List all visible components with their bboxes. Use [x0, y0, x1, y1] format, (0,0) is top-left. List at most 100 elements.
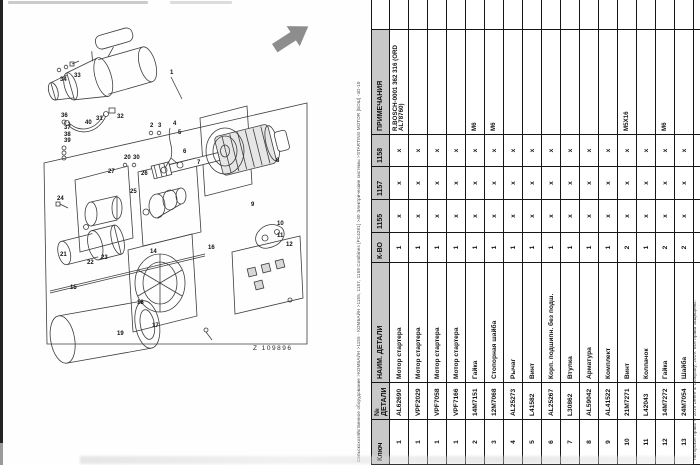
cell-m1157: x — [408, 166, 428, 200]
cell-name: Винт — [617, 262, 637, 383]
cell-extra — [598, 0, 618, 30]
scan-bottom-artifact — [80, 456, 692, 464]
cell-part_no: L42043 — [636, 382, 656, 420]
cell-extra — [617, 0, 637, 30]
cell-m1158: x — [446, 134, 466, 167]
cell-name: Корп. подшипн. без подш. — [541, 262, 561, 383]
cell-m1158: x — [389, 134, 409, 167]
cell-m1158: x — [503, 134, 523, 167]
cell-m1157: x — [503, 166, 523, 200]
cropped-top-text — [8, 1, 148, 4]
cell-qty: 1 — [522, 232, 542, 263]
callout-27: 27 — [108, 169, 115, 175]
cell-notes — [541, 29, 561, 135]
cell-part_no: 12M7068 — [484, 382, 504, 420]
panel-bearing — [199, 105, 253, 197]
callout-30: 30 — [133, 155, 140, 161]
callout-39: 39 — [64, 138, 71, 144]
cell-m1158: x — [465, 134, 485, 167]
cell-m1157: x — [598, 166, 618, 200]
callout-19: 19 — [117, 331, 124, 337]
cell-part_no: AL25273 — [503, 382, 523, 420]
column-header-m1157: 1157 — [371, 166, 390, 200]
cell-part_no: VPF7166 — [446, 382, 466, 420]
callout-1: 1 — [170, 70, 174, 76]
cell-part_no: AL41522 — [598, 382, 618, 420]
cell-m1155: x — [446, 199, 466, 233]
perspective-sheet — [43, 102, 308, 345]
callout-10: 10 — [277, 221, 284, 227]
cell-m1158: x — [560, 134, 580, 167]
callout-32: 32 — [117, 114, 124, 120]
cell-name: Гайка — [655, 262, 675, 383]
cell-qty: 1 — [465, 232, 485, 263]
figure-label: Z 109896 — [253, 345, 292, 352]
callout-34: 34 — [60, 77, 67, 83]
cell-qty: 2 — [655, 232, 675, 263]
cell-qty: 1 — [408, 232, 428, 263]
cell-part_no: AL62690 — [389, 382, 409, 420]
cell-m1155: x — [503, 199, 523, 233]
cell-qty: 1 — [446, 232, 466, 263]
cell-name: Арматура — [579, 262, 599, 383]
cell-notes — [427, 29, 447, 135]
cell-m1157: x — [674, 166, 694, 200]
washer-stack-left — [61, 119, 67, 161]
cell-m1155: x — [636, 199, 656, 233]
cell-extra — [465, 0, 485, 30]
cell-name: Комплект — [598, 262, 618, 383]
cell-extra — [674, 0, 694, 30]
starter-lower-view — [57, 224, 125, 266]
cell-m1157: x — [446, 166, 466, 200]
cell-m1155: x — [522, 199, 542, 233]
callout-21: 21 — [60, 252, 67, 258]
column-header-name: НАИМ. ДЕТАЛИ — [371, 262, 390, 383]
cell-m1157: x — [636, 166, 656, 200]
callout-23: 23 — [101, 255, 108, 261]
cell-m1158: x — [541, 134, 561, 167]
callout-31: 31 — [96, 116, 103, 122]
cell-part_no: L41582 — [522, 382, 542, 420]
cell-name: Рычаг — [503, 262, 523, 383]
cell-m1155: x — [427, 199, 447, 233]
cell-notes: M6 — [465, 29, 485, 135]
cell-m1158: x — [655, 134, 675, 167]
assembled-starter-motor — [47, 27, 158, 101]
cell-qty: 1 — [636, 232, 656, 263]
cell-notes — [636, 29, 656, 135]
callout-18: 18 — [137, 300, 144, 306]
cell-notes — [446, 29, 466, 135]
column-header-m1155: 1155 — [371, 199, 390, 233]
callout-3: 3 — [158, 123, 162, 129]
cell-extra — [446, 0, 466, 30]
cell-m1155: x — [579, 199, 599, 233]
callout-16: 16 — [208, 245, 215, 251]
cell-name: Гайка — [465, 262, 485, 383]
callout-38: 38 — [64, 132, 71, 138]
cell-extra — [541, 0, 561, 30]
cell-notes — [560, 29, 580, 135]
callout-25: 25 — [130, 189, 137, 195]
cell-m1155: x — [541, 199, 561, 233]
cell-qty: 1 — [598, 232, 618, 263]
cell-m1155: x — [617, 199, 637, 233]
cell-qty: 1 — [541, 232, 561, 263]
cell-notes — [522, 29, 542, 135]
callout-6: 6 — [183, 149, 187, 155]
cell-m1155: x — [674, 199, 694, 233]
callout-24: 24 — [57, 196, 64, 202]
cell-part_no: L30862 — [560, 382, 580, 420]
cell-m1155: x — [389, 199, 409, 233]
cell-part_no: 21M7271 — [617, 382, 637, 420]
cell-m1157: x — [522, 166, 542, 200]
cell-m1157: x — [655, 166, 675, 200]
